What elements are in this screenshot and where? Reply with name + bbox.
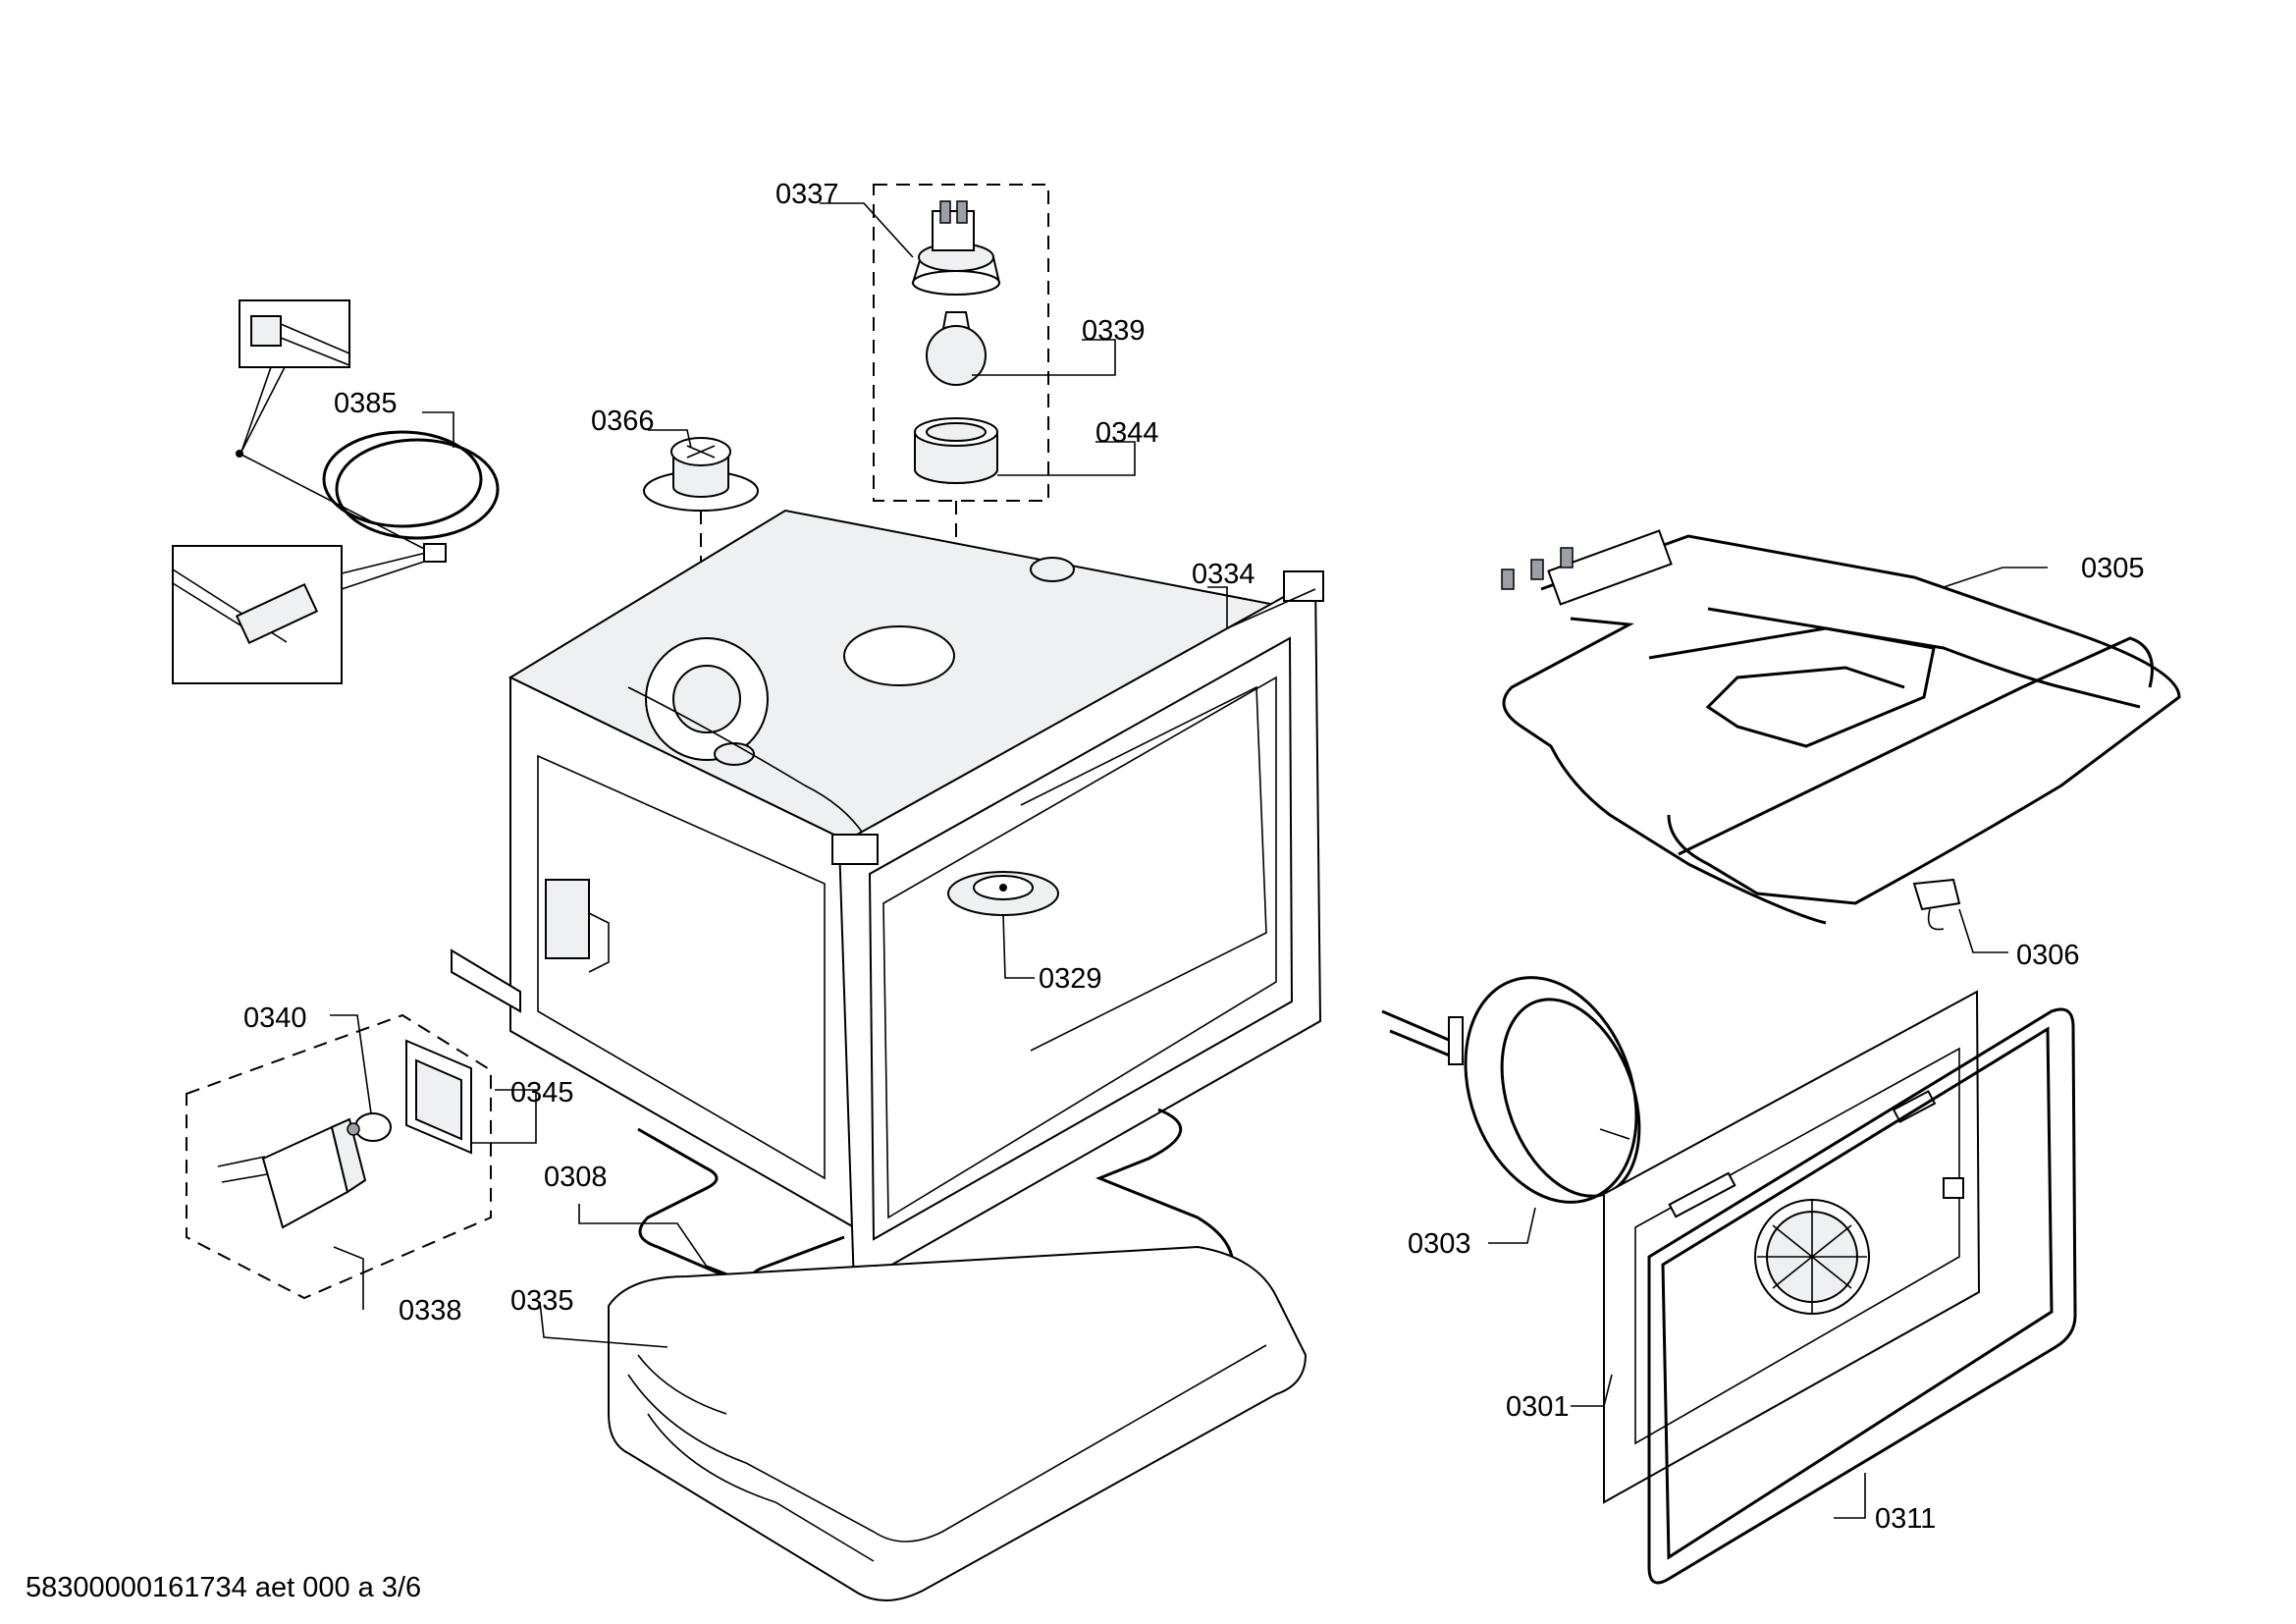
label-0305[interactable]: 0305 [2081, 553, 2145, 584]
lamp-socket-part[interactable] [911, 200, 1001, 296]
grill-heating-element-part[interactable] [1501, 529, 2181, 925]
label-0366[interactable]: 0366 [591, 406, 655, 437]
label-0338[interactable]: 0338 [399, 1295, 462, 1326]
label-0311[interactable]: 0311 [1875, 1503, 1936, 1535]
rear-panel-part[interactable] [1603, 990, 1981, 1504]
label-0301[interactable]: 0301 [1506, 1391, 1570, 1423]
temperature-sensor-part[interactable] [172, 299, 500, 684]
label-0339[interactable]: 0339 [1082, 315, 1146, 347]
lamp-housing-part[interactable] [405, 1039, 472, 1155]
label-0306[interactable]: 0306 [2016, 940, 2080, 971]
label-0385[interactable]: 0385 [334, 388, 398, 419]
indicator-bulb-part[interactable] [347, 1112, 392, 1142]
switch-assembly-group [186, 1013, 492, 1300]
label-0335[interactable]: 0335 [510, 1285, 574, 1317]
label-0345[interactable]: 0345 [510, 1077, 574, 1109]
element-bracket-part[interactable] [1912, 878, 1961, 931]
door-seal-part[interactable] [1647, 1007, 2077, 1585]
label-0344[interactable]: 0344 [1095, 417, 1159, 449]
lamp-assembly-group [873, 184, 1049, 678]
label-0329[interactable]: 0329 [1039, 963, 1102, 995]
oven-cavity-part[interactable] [451, 509, 1324, 1288]
rear-flange-part[interactable] [947, 871, 1059, 916]
label-0337[interactable]: 0337 [775, 179, 839, 210]
document-footer: 58300000161734 aet 000 a 3/6 [26, 1572, 421, 1603]
label-0303[interactable]: 0303 [1408, 1228, 1471, 1260]
label-0340[interactable]: 0340 [243, 1002, 307, 1034]
thermostat-switch-part[interactable] [217, 1117, 367, 1229]
lamp-cover-part[interactable] [914, 417, 998, 484]
lamp-bulb-part[interactable] [926, 311, 987, 386]
part-labels: 0337 0339 0344 0366 0385 0334 0305 0306 … [243, 179, 2145, 1535]
label-0308[interactable]: 0308 [544, 1162, 608, 1193]
leader-lines [330, 202, 2048, 1519]
label-0334[interactable]: 0334 [1192, 559, 1255, 590]
insulation-mat-part[interactable] [608, 1245, 1308, 1601]
